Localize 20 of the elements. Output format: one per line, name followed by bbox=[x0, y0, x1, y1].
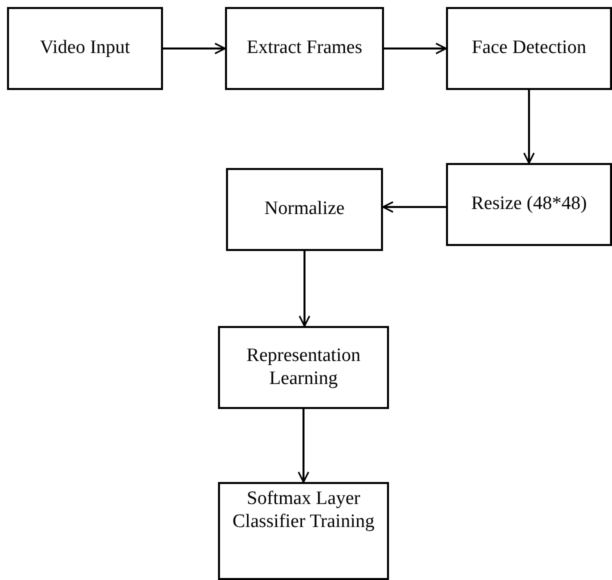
process-box bbox=[218, 482, 389, 580]
process-box bbox=[225, 7, 384, 90]
step-label: Softmax Layer Classifier Training bbox=[232, 488, 376, 534]
arrow bbox=[382, 201, 446, 213]
process-box bbox=[446, 7, 612, 90]
process-box bbox=[226, 168, 383, 251]
step-label: Video Input bbox=[38, 37, 132, 60]
step-label: Representation Learning bbox=[246, 344, 362, 390]
process-box bbox=[446, 163, 612, 246]
arrow bbox=[163, 42, 226, 54]
arrow bbox=[298, 409, 310, 483]
arrow bbox=[298, 251, 310, 327]
step-label: Normalize bbox=[263, 198, 346, 221]
process-box bbox=[218, 326, 389, 409]
step-label: Face Detection bbox=[470, 37, 588, 60]
step-label: Extract Frames bbox=[246, 37, 364, 60]
arrow bbox=[384, 42, 447, 54]
process-box bbox=[7, 7, 163, 90]
arrow bbox=[523, 90, 535, 164]
step-label: Resize (48*48) bbox=[470, 193, 588, 216]
